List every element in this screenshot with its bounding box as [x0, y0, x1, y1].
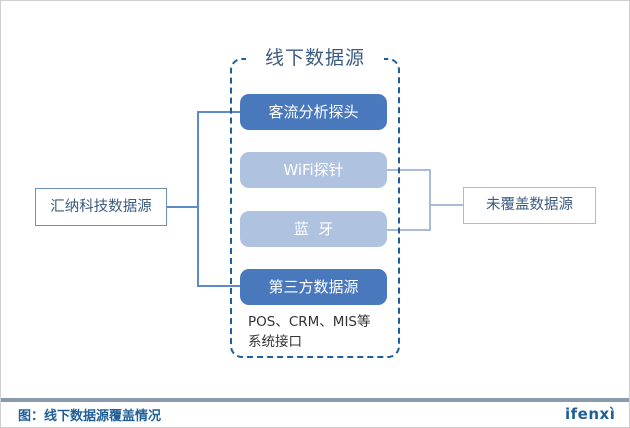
figure-caption: 图：线下数据源覆盖情况: [18, 409, 162, 424]
node-bluetooth: 蓝 牙: [240, 211, 387, 247]
node-probe: 客流分析探头: [240, 94, 387, 130]
note-line-2: 系统接口: [248, 334, 302, 350]
group-title: 线下数据源: [246, 44, 384, 72]
node-left-source: 汇纳科技数据源: [35, 188, 167, 226]
node-wifi: WiFi探针: [240, 152, 387, 188]
footer-divider: [1, 398, 629, 402]
node-third-party: 第三方数据源: [240, 269, 387, 305]
node-uncovered: 未覆盖数据源: [463, 187, 596, 224]
third-party-note: POS、CRM、MIS等 系统接口: [248, 312, 398, 352]
brand-logo: ifenxì: [565, 405, 616, 423]
note-line-1: POS、CRM、MIS等: [248, 314, 371, 330]
